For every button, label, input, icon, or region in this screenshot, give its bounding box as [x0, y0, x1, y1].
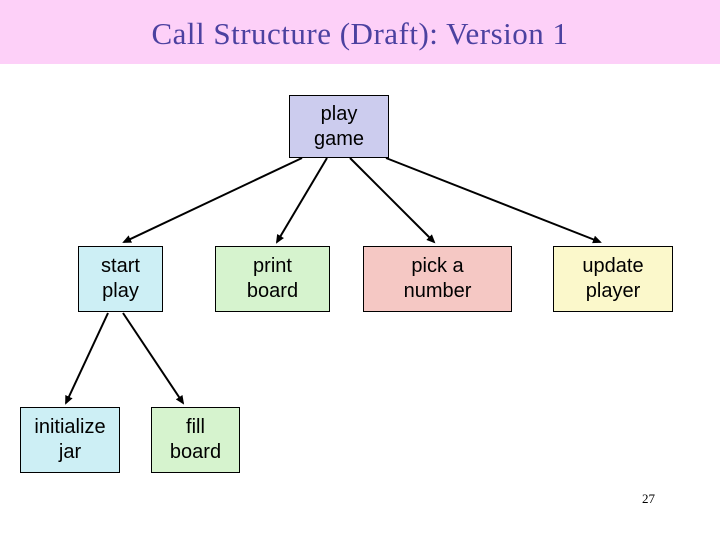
node-start-play: start play [78, 246, 163, 312]
node-play-game: play game [289, 95, 389, 158]
edge-play-game-to-update-player [385, 157, 602, 244]
edge-play-game-to-pick-a-number [349, 157, 436, 244]
node-print-board: print board [215, 246, 330, 312]
slide-title-bar: Call Structure (Draft): Version 1 [0, 0, 720, 64]
edge-start-play-to-fill-board [122, 312, 185, 405]
page-number: 27 [642, 491, 655, 506]
edge-play-game-to-start-play [122, 157, 303, 243]
node-pick-a-number: pick a number [363, 246, 512, 312]
edge-play-game-to-print-board [275, 157, 328, 244]
edge-start-play-to-initialize-jar [65, 312, 109, 405]
node-initialize-jar: initialize jar [20, 407, 120, 473]
node-update-player: update player [553, 246, 673, 312]
slide-title: Call Structure (Draft): Version 1 [151, 16, 569, 51]
node-fill-board: fill board [151, 407, 240, 473]
